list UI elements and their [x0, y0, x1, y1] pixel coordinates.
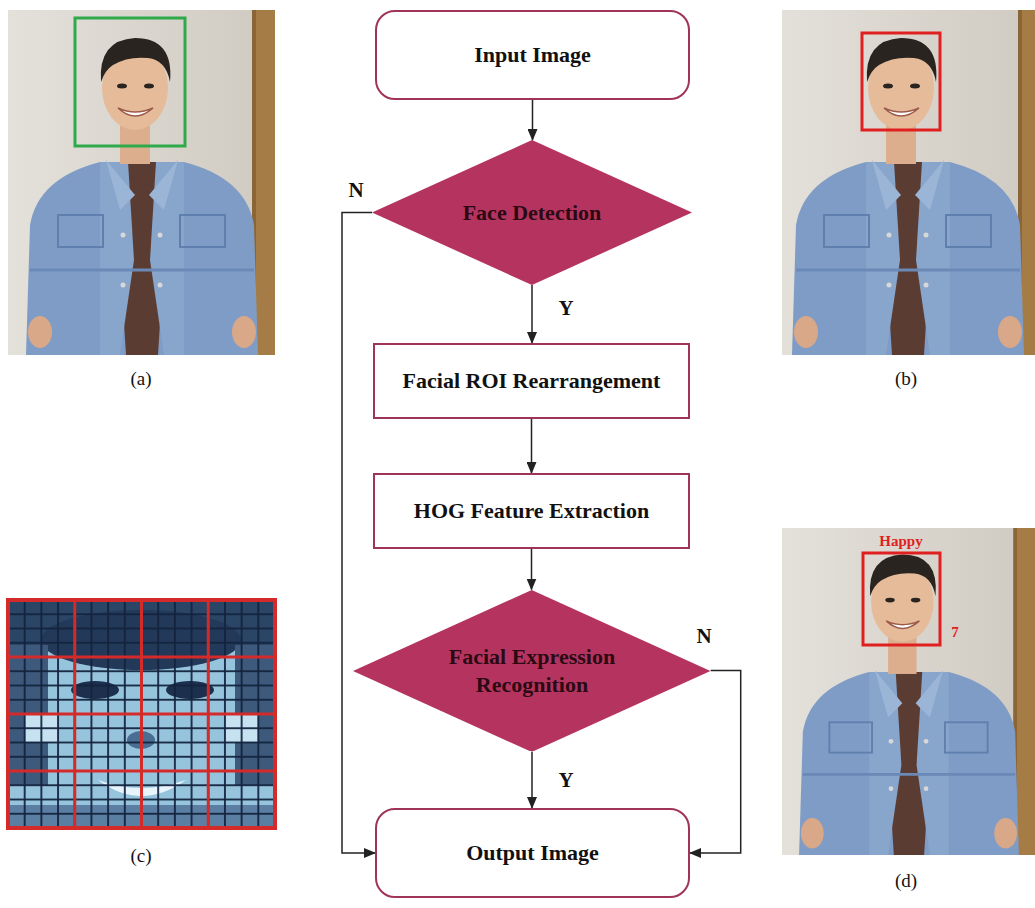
branch-label: N: [346, 178, 365, 203]
diamond-outline: [353, 590, 710, 752]
panel-label: (d): [895, 870, 917, 892]
node-text: Output Image: [466, 839, 599, 867]
node-label: Face Detection: [463, 199, 602, 227]
node-text: Input Image: [474, 41, 591, 69]
decision-diamond: Face Detection: [372, 140, 692, 285]
flow-arrow: [531, 419, 533, 473]
panel-label: (b): [895, 368, 917, 390]
terminal-box: Input Image: [375, 10, 690, 100]
node-label: Facial ROI Rearrangement: [403, 367, 661, 395]
flow-arrow: [531, 751, 533, 808]
flow-arrow: [342, 213, 375, 854]
node-text: Face Detection: [463, 199, 602, 227]
node-text: Facial Expression Recognition: [433, 643, 631, 698]
flow-arrow: [531, 549, 533, 590]
branch-label: Y: [556, 296, 575, 321]
decision-diamond: Facial Expression Recognition: [353, 590, 710, 752]
panel-label: (a): [130, 368, 151, 390]
branch-label: N: [694, 624, 713, 649]
flow-arrow: [531, 285, 533, 343]
panel-label: (c): [130, 845, 151, 867]
terminal-box: Output Image: [375, 808, 690, 898]
node-label: Output Image: [466, 839, 599, 867]
branch-label: Y: [556, 768, 575, 793]
node-text: HOG Feature Extraction: [414, 497, 649, 525]
flow-arrow: [690, 671, 741, 854]
score-label: 7: [951, 624, 959, 641]
node-text: Facial ROI Rearrangement: [403, 367, 661, 395]
node-label: Input Image: [474, 41, 591, 69]
node-label: Facial Expression Recognition: [433, 643, 631, 698]
process-box: HOG Feature Extraction: [373, 473, 690, 549]
flow-arrow: [532, 100, 534, 140]
expression-label: Happy: [879, 533, 922, 550]
process-box: Facial ROI Rearrangement: [373, 343, 690, 419]
node-label: HOG Feature Extraction: [414, 497, 649, 525]
